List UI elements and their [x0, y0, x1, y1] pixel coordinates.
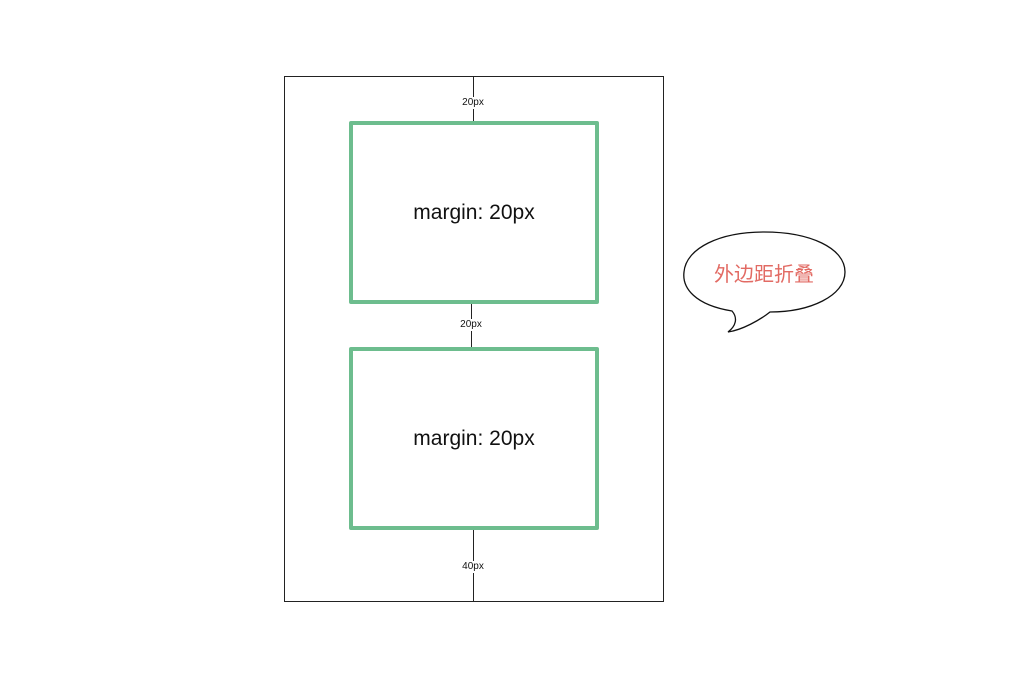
box-2-label: margin: 20px [413, 426, 535, 450]
box-1: margin: 20px [349, 121, 599, 304]
container-box [284, 76, 664, 602]
speech-bubble-icon [683, 231, 846, 333]
top-margin-label: 20px [461, 97, 485, 109]
middle-margin-label: 20px [459, 319, 483, 331]
box-2: margin: 20px [349, 347, 599, 530]
callout-text: 外边距折叠 [714, 262, 814, 286]
bottom-margin-label: 40px [461, 561, 485, 573]
box-1-label: margin: 20px [413, 200, 535, 224]
